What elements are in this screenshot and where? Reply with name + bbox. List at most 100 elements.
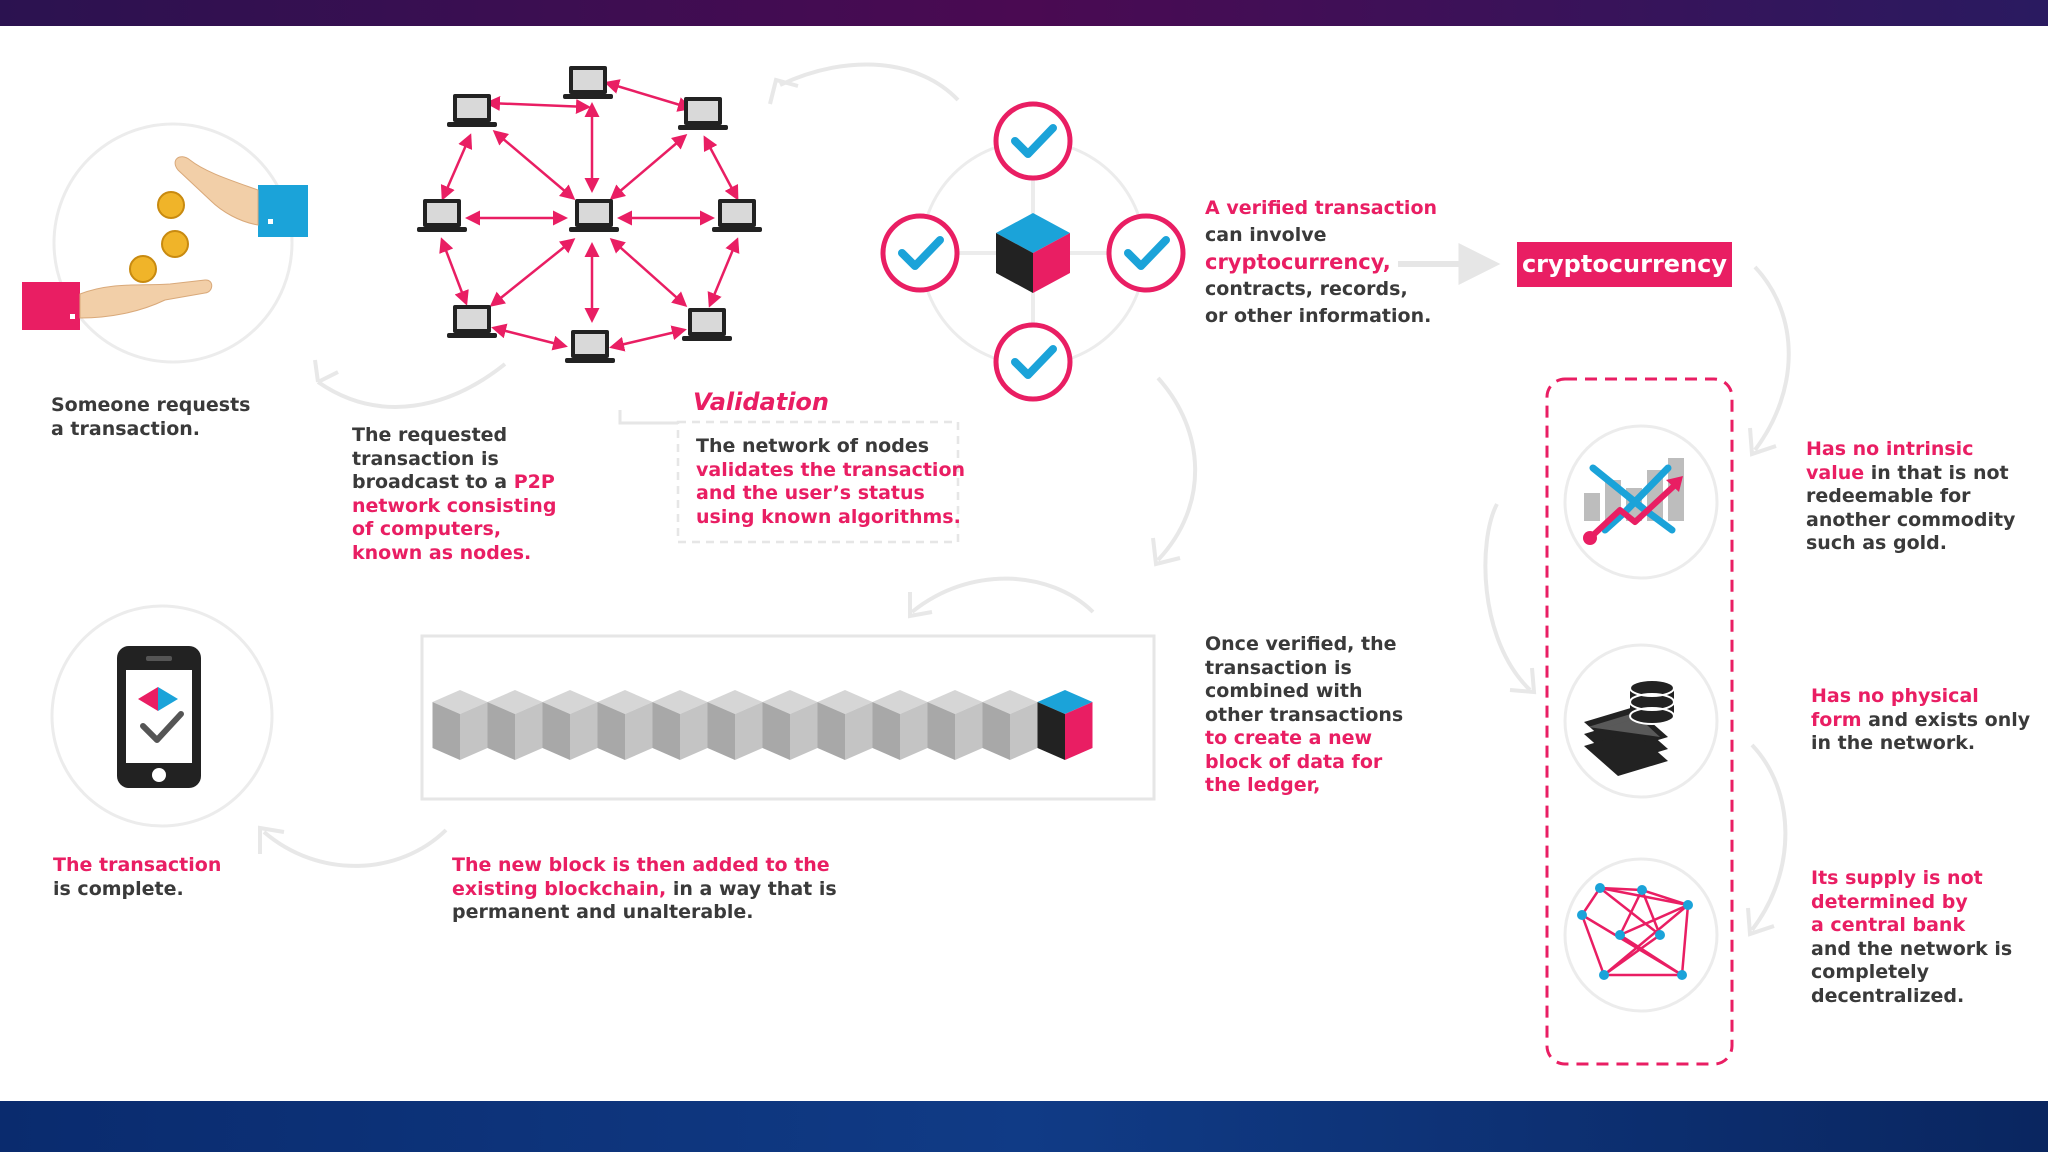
prop3-line2: determined by: [1811, 890, 1968, 913]
coin-hand-icon: [22, 122, 308, 364]
blockchain: [432, 690, 1093, 760]
validation-text: The network of nodes validates the trans…: [696, 435, 965, 529]
chain-block-cube: [982, 690, 1038, 760]
step1-line2: a transaction.: [51, 417, 201, 440]
prop2-line3: in the network.: [1811, 732, 1976, 754]
step2-line4: network consisting: [352, 494, 557, 517]
added-line3: permanent and unalterable.: [452, 901, 754, 923]
prop2-line2-accent: form: [1811, 708, 1862, 731]
step2-line5: of computers,: [352, 518, 502, 540]
prop1-line5: such as gold.: [1806, 532, 1947, 554]
block-step-line5: to create a new: [1205, 727, 1373, 749]
laptop-icon: [569, 199, 619, 232]
prop3-line5: completely: [1811, 961, 1929, 983]
header-band: [0, 0, 2048, 26]
block-step-line4: other transactions: [1205, 703, 1404, 726]
validation-title: Validation: [693, 388, 830, 416]
step2-line2: transaction is: [352, 447, 499, 470]
chain-block-cube: [762, 690, 818, 760]
prop1-line2: value in that is not: [1806, 462, 2015, 486]
laptop-icon: [563, 66, 613, 99]
block-step-line2: transaction is: [1205, 656, 1352, 679]
step1-text: Someone requests a transaction.: [51, 394, 250, 441]
phone-check-icon: [50, 604, 274, 828]
laptop-icon: [417, 199, 467, 232]
step2-line1: The requested: [352, 424, 508, 446]
laptop-icon: [712, 199, 762, 232]
verified-line2: can involve: [1205, 224, 1327, 246]
complete-line2: is complete.: [53, 877, 184, 900]
check-icon: [993, 322, 1073, 402]
complete-line1: The transaction: [53, 854, 222, 876]
verified-line4: contracts, records,: [1205, 278, 1408, 300]
step2-text: The requested transaction is broadcast t…: [352, 424, 556, 565]
chain-block-cube: [927, 690, 983, 760]
prop3-line1: Its supply is not: [1811, 867, 1983, 889]
chain-block-cube: [817, 690, 873, 760]
block-step-line1: Once verified, the: [1205, 633, 1397, 655]
block-step-line6: block of data for: [1205, 750, 1383, 773]
prop2-line2: form and exists only: [1811, 709, 2030, 733]
blockchain-box: [420, 634, 1156, 801]
prop2-line1: Has no physical: [1811, 685, 1979, 707]
laptop-icon: [565, 330, 615, 363]
added-line2: existing blockchain, in a way that is: [452, 878, 837, 902]
step1-line1: Someone requests: [51, 394, 251, 416]
network-icon: [1563, 857, 1719, 1013]
chain-block-cube: [542, 690, 598, 760]
chain-block-cube: [872, 690, 928, 760]
step2-line3-plain: broadcast to a: [352, 471, 514, 493]
check-icon: [1106, 213, 1186, 293]
chain-block-cube: [432, 690, 488, 760]
verified-line5: or other information.: [1205, 305, 1432, 327]
check-icon: [993, 101, 1073, 181]
prop1-line4: another commodity: [1806, 508, 2016, 531]
footer-band: [0, 1101, 2048, 1152]
validation-line1: The network of nodes: [696, 435, 930, 457]
prop1-line3: redeemable for: [1806, 485, 1971, 507]
laptop-icon: [682, 308, 732, 341]
chain-block-cube: [652, 690, 708, 760]
step2-line3: broadcast to a P2P: [352, 471, 556, 495]
cryptocurrency-label: cryptocurrency: [1517, 242, 1732, 287]
block-step-text: Once verified, the transaction is combin…: [1205, 633, 1403, 798]
chain-block-cube: [707, 690, 763, 760]
prop3-line4: and the network is: [1811, 937, 2013, 960]
properties-box: [1545, 377, 1734, 1066]
validation-line4: using known algorithms.: [696, 505, 961, 528]
prop3-line3: a central bank: [1811, 914, 1966, 936]
chain-block-cube: [487, 690, 543, 760]
complete-text: The transaction is complete.: [53, 854, 221, 901]
verified-text: A verified transaction can involve crypt…: [1205, 195, 1437, 330]
validation-line3: and the user’s status: [696, 482, 925, 504]
added-line1: The new block is then added to the: [452, 854, 830, 876]
added-line2-accent: existing blockchain,: [452, 877, 667, 900]
prop3-line6: decentralized.: [1811, 984, 1965, 1007]
verified-line1: A verified transaction: [1205, 197, 1438, 219]
added-line2-plain: in a way that is: [666, 877, 837, 900]
new-block-cube: [1037, 690, 1093, 760]
prop2-text: Has no physical form and exists only in …: [1811, 685, 2030, 756]
prop1-text: Has no intrinsic value in that is not re…: [1806, 438, 2015, 556]
prop1-line2-accent: value: [1806, 461, 1865, 484]
step2-line3-accent: P2P: [513, 471, 555, 493]
verified-line3: cryptocurrency,: [1205, 250, 1391, 274]
step2-line6: known as nodes.: [352, 541, 532, 564]
laptop-icon: [447, 305, 497, 338]
laptop-icon: [678, 97, 728, 130]
added-text: The new block is then added to the exist…: [452, 854, 837, 925]
p2p-network: [439, 79, 740, 352]
block-step-line7: the ledger,: [1205, 774, 1321, 796]
block-step-line3: combined with: [1205, 680, 1363, 702]
validation-box: [676, 420, 960, 544]
cube-icon: [996, 213, 1070, 293]
coin-stack-icon: [1563, 643, 1719, 799]
prop1-line1: Has no intrinsic: [1806, 438, 1974, 460]
prop2-line2-plain: and exists only: [1861, 708, 2031, 731]
chart-down-icon: [1563, 424, 1719, 580]
prop1-line2-plain: in that is not: [1864, 461, 2009, 484]
prop3-text: Its supply is not determined by a centra…: [1811, 867, 2012, 1008]
check-icon: [880, 213, 960, 293]
